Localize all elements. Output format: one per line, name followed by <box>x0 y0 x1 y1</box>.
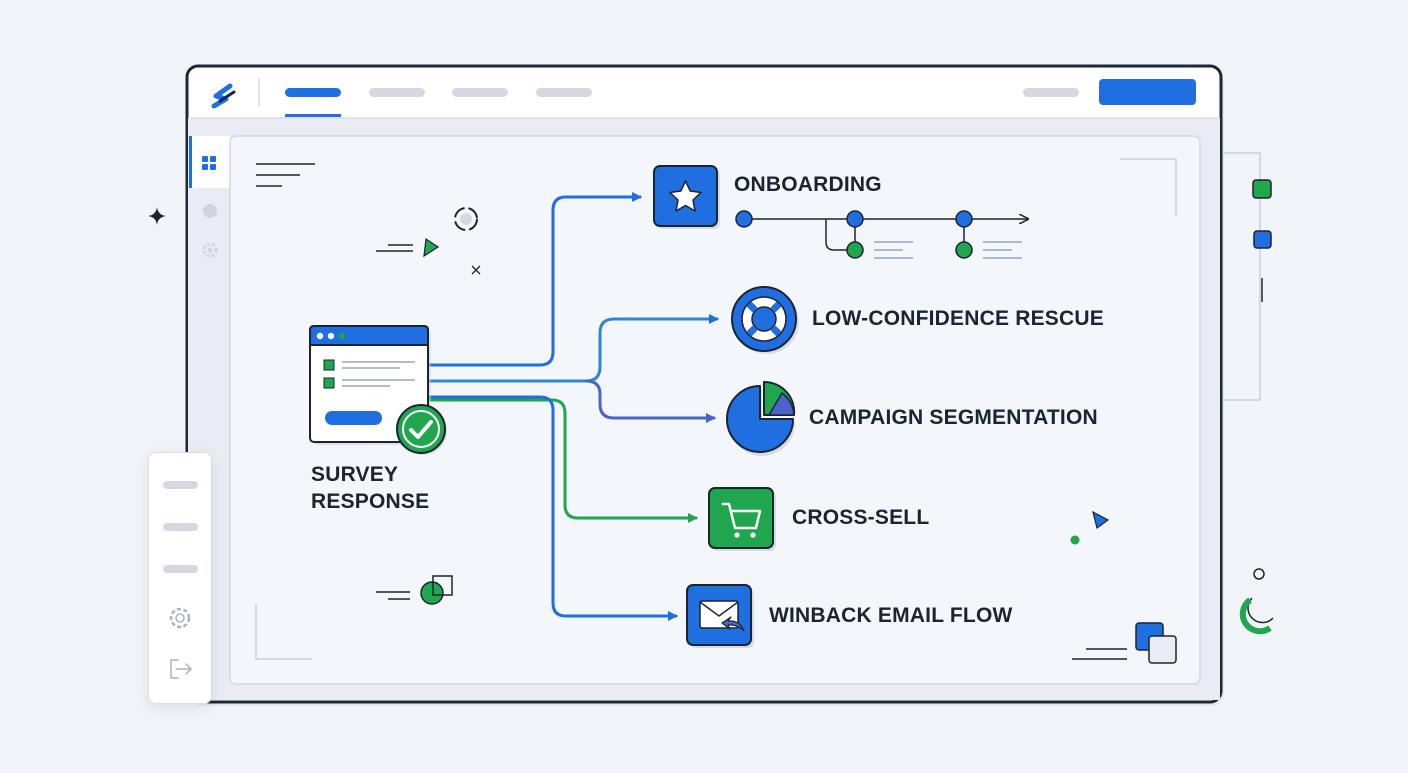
checkmark-badge-icon <box>396 404 447 455</box>
dashboard-icon[interactable] <box>202 156 216 170</box>
lifebuoy-icon[interactable] <box>731 286 799 354</box>
blue-square-icon <box>1253 230 1272 249</box>
green-square-icon <box>1252 179 1272 199</box>
survey-response-node[interactable] <box>309 325 447 455</box>
nav-tab[interactable] <box>369 88 425 97</box>
nav-tab[interactable] <box>452 88 508 97</box>
nav-tab-active[interactable] <box>285 88 341 97</box>
pie-chart-icon[interactable] <box>726 380 796 456</box>
connector-winback <box>428 395 678 621</box>
gear-icon[interactable] <box>202 242 218 258</box>
low-confidence-rescue-label: LOW-CONFIDENCE RESCUE <box>812 307 1104 330</box>
envelope-reply-icon[interactable] <box>686 584 754 648</box>
nav-tab[interactable] <box>536 88 592 97</box>
connectors <box>428 192 719 621</box>
nav-link[interactable] <box>1023 88 1079 97</box>
onboarding-label: ONBOARDING <box>734 173 882 196</box>
source-label: SURVEY RESPONSE <box>311 463 430 513</box>
primary-button[interactable] <box>1099 79 1196 105</box>
tool-item[interactable] <box>163 565 198 573</box>
tool-item[interactable] <box>163 523 198 531</box>
floating-tool-svg <box>163 481 198 679</box>
floating-tool-panel <box>148 452 212 704</box>
sidebar <box>189 136 230 258</box>
connector-cross-sell <box>428 398 698 523</box>
settings-gear-icon[interactable] <box>169 607 191 629</box>
connector-onboarding <box>428 192 642 367</box>
sidebar-dot-icon[interactable] <box>203 204 217 218</box>
cross-sell-label: CROSS-SELL <box>792 506 930 529</box>
logout-icon[interactable] <box>170 659 192 679</box>
shopping-cart-icon[interactable] <box>708 487 776 551</box>
star-icon[interactable] <box>653 165 720 229</box>
onboarding-timeline <box>735 210 1028 259</box>
tool-item[interactable] <box>163 481 198 489</box>
winback-email-flow-label: WINBACK EMAIL FLOW <box>769 604 1013 627</box>
decor-lines <box>256 163 1127 660</box>
sparkle-icon <box>148 207 166 225</box>
top-bar <box>211 78 1196 117</box>
app-logo-icon <box>211 83 236 109</box>
campaign-segmentation-label: CAMPAIGN SEGMENTATION <box>809 406 1098 429</box>
connector-segmentation <box>584 379 716 423</box>
